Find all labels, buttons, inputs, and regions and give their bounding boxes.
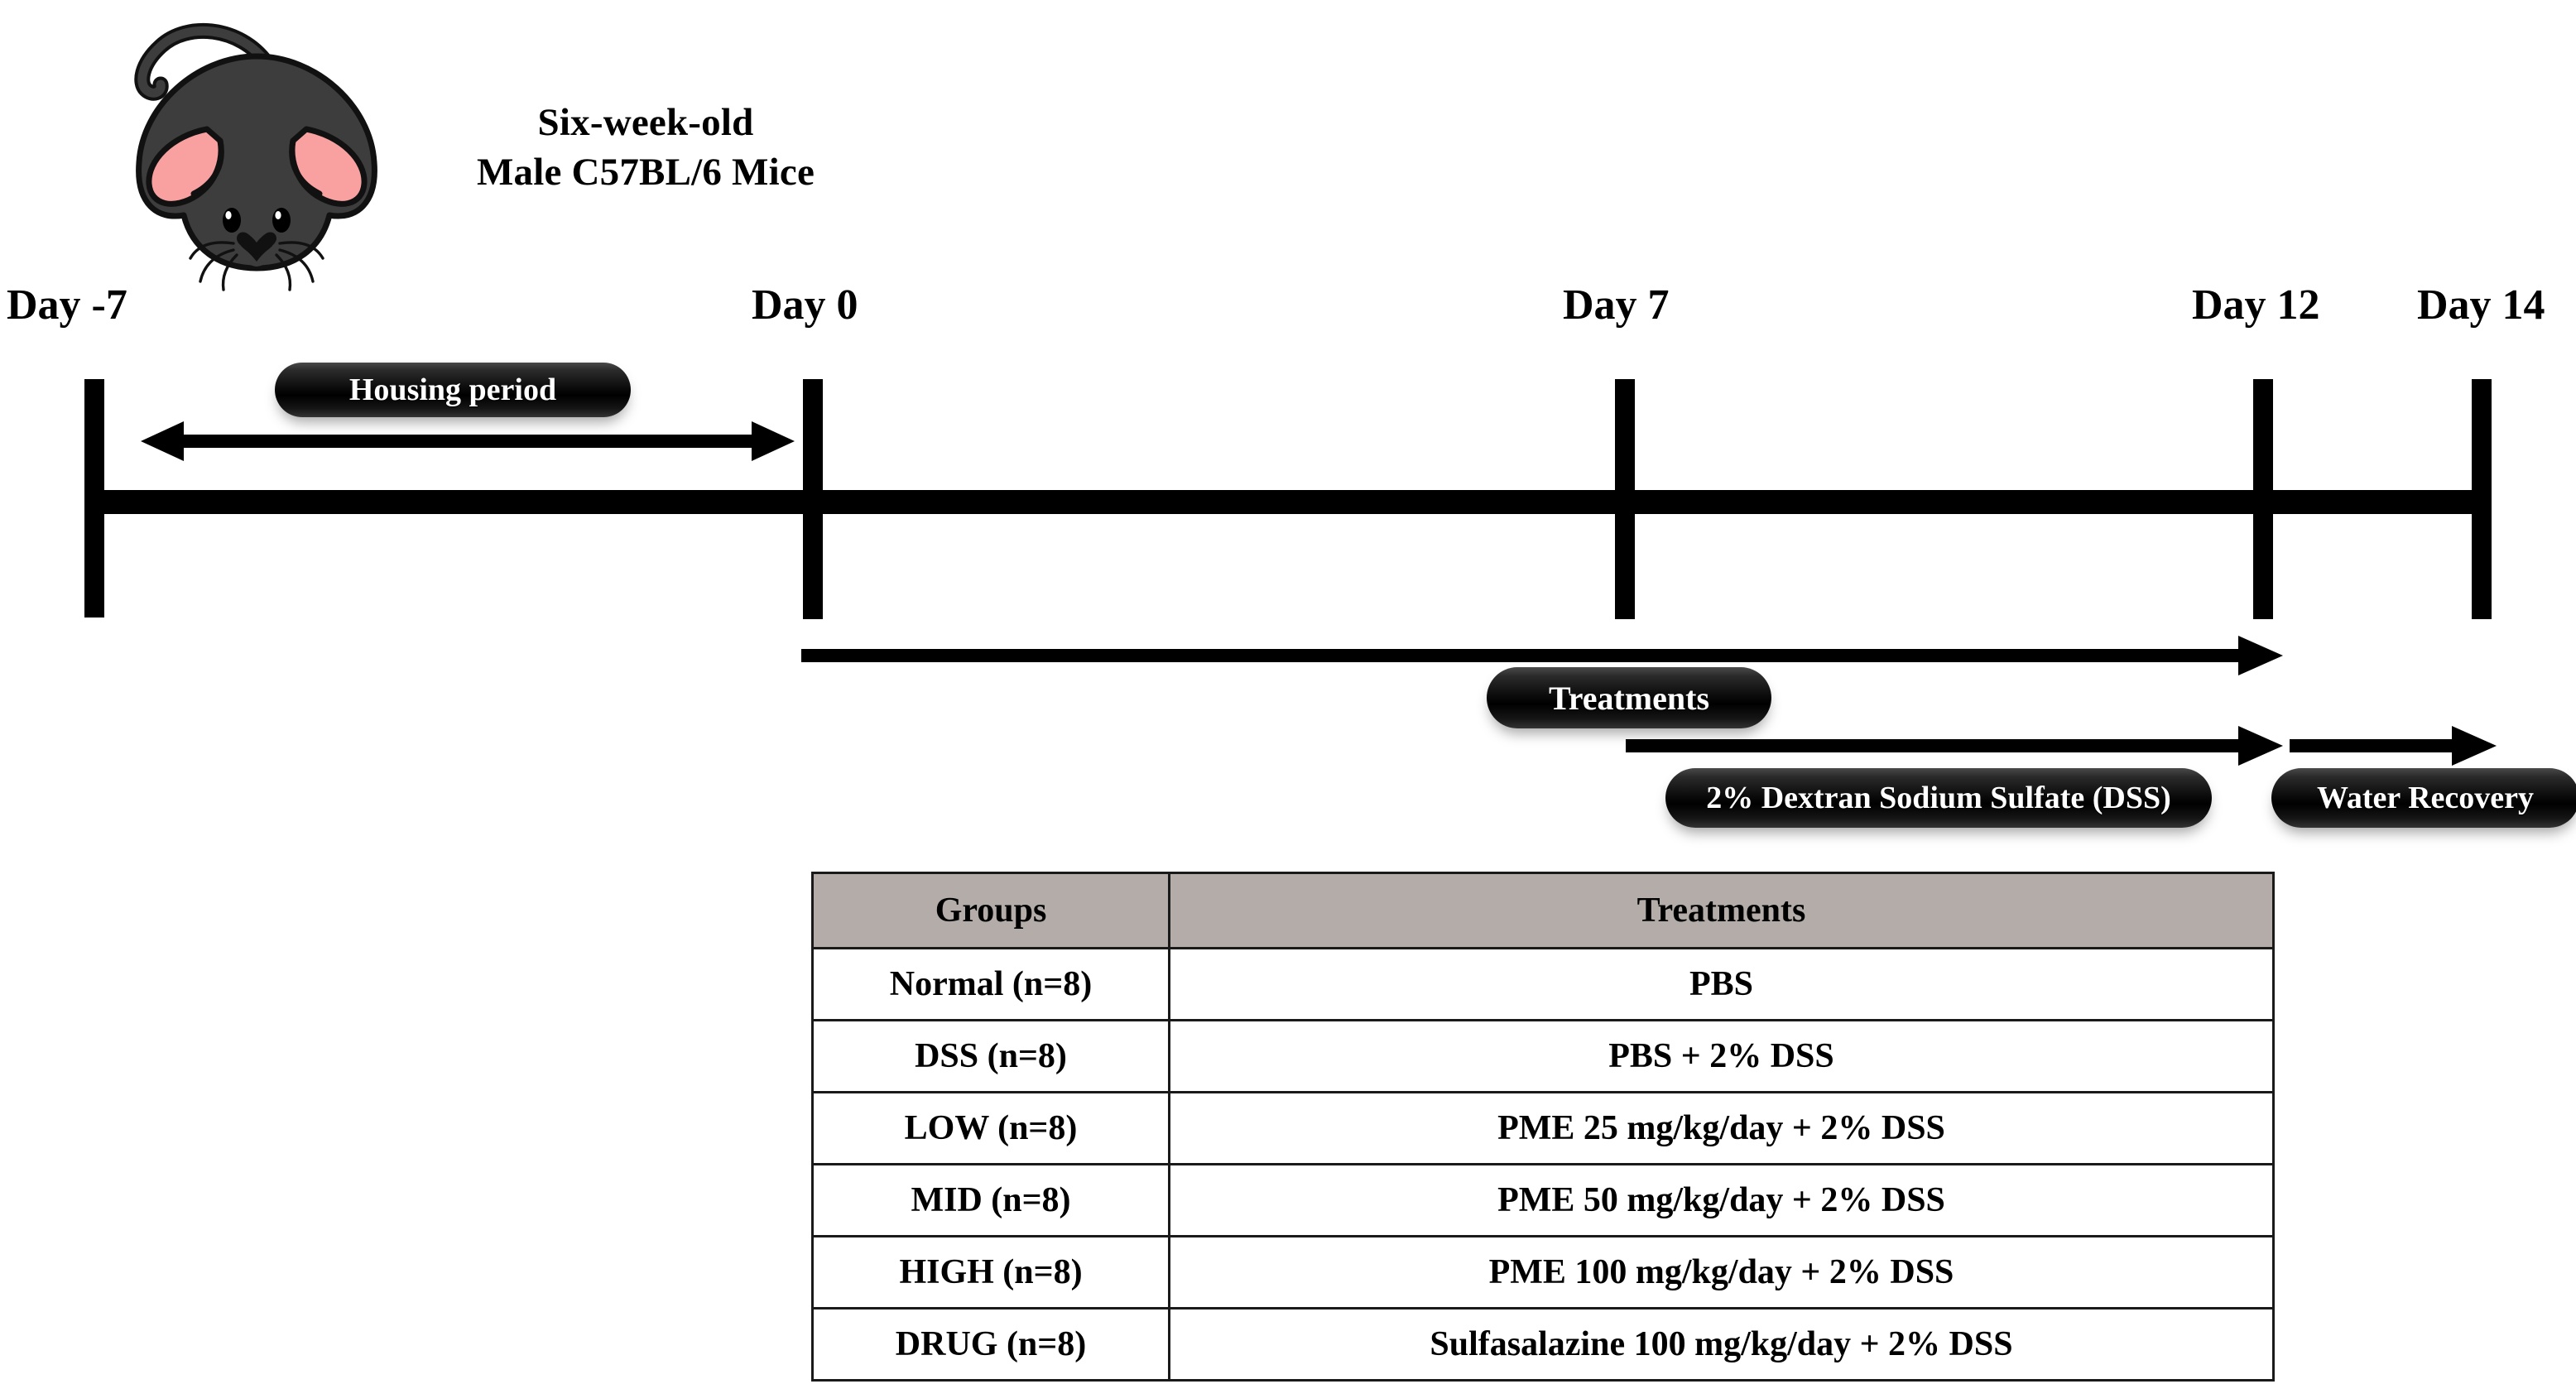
day-label-day-0: Day 0 [752,281,858,329]
phase-pill-housing-period: Housing period [275,363,631,417]
table-cell-group: Normal (n=8) [811,947,1170,1021]
mouse-icon [108,7,406,292]
timeline-axis [84,490,2492,514]
phase-pill-water-recovery-label: Water Recovery [2316,781,2534,815]
phase-pill-water-recovery: Water Recovery [2271,768,2576,828]
timeline-tick-day-0 [803,379,823,619]
table-cell-treatment: PME 25 mg/kg/day + 2% DSS [1168,1091,2275,1165]
phase-pill-treatments: Treatments [1487,667,1771,728]
dss-arrow [1626,722,2283,770]
table-cell-treatment: PME 50 mg/kg/day + 2% DSS [1168,1163,2275,1237]
phase-pill-treatments-label: Treatments [1548,679,1710,717]
table-cell-treatment: PME 100 mg/kg/day + 2% DSS [1168,1235,2275,1310]
day-label-day-12: Day 12 [2192,281,2320,329]
table-cell-group: DRUG (n=8) [811,1307,1170,1382]
table-row: Normal (n=8) PBS [811,947,2275,1021]
phase-pill-dss: 2% Dextran Sodium Sulfate (DSS) [1665,768,2212,828]
table-row: MID (n=8) PME 50 mg/kg/day + 2% DSS [811,1163,2275,1237]
phase-pill-dss-label: 2% Dextran Sodium Sulfate (DSS) [1706,781,2171,815]
water-recovery-arrow [2290,722,2497,770]
subject-caption-line-2: Male C57BL/6 Mice [476,151,815,195]
table-header-treatments: Treatments [1168,872,2275,949]
day-label-day-14: Day 14 [2417,281,2545,329]
table-cell-treatment: PBS + 2% DSS [1168,1019,2275,1093]
subject-caption-line-1: Six-week-old [537,101,754,144]
timeline-tick-day-7 [1615,379,1635,619]
table-row: DSS (n=8) PBS + 2% DSS [811,1019,2275,1093]
day-label-day-minus-7: Day -7 [7,281,127,329]
table-cell-treatment: PBS [1168,947,2275,1021]
table-cell-group: MID (n=8) [811,1163,1170,1237]
timeline-tick-day-minus-7 [84,379,104,618]
table-row: HIGH (n=8) PME 100 mg/kg/day + 2% DSS [811,1235,2275,1310]
day-label-day-7: Day 7 [1563,281,1670,329]
table-row: LOW (n=8) PME 25 mg/kg/day + 2% DSS [811,1091,2275,1165]
housing-period-arrow [141,414,795,469]
table-cell-treatment: Sulfasalazine 100 mg/kg/day + 2% DSS [1168,1307,2275,1382]
table-header-groups: Groups [811,872,1170,949]
table-cell-group: HIGH (n=8) [811,1235,1170,1310]
treatments-arrow [801,631,2283,680]
timeline-tick-day-12 [2253,379,2273,619]
table-header-row: Groups Treatments [811,872,2275,949]
groups-treatments-table: Groups Treatments Normal (n=8) PBS DSS (… [811,872,2275,1382]
phase-pill-housing-period-label: Housing period [348,372,557,407]
table-cell-group: DSS (n=8) [811,1019,1170,1093]
subject-caption: Six-week-old Male C57BL/6 Mice [447,98,844,197]
table-cell-group: LOW (n=8) [811,1091,1170,1165]
timeline-tick-day-14 [2472,379,2492,619]
table-row: DRUG (n=8) Sulfasalazine 100 mg/kg/day +… [811,1307,2275,1382]
